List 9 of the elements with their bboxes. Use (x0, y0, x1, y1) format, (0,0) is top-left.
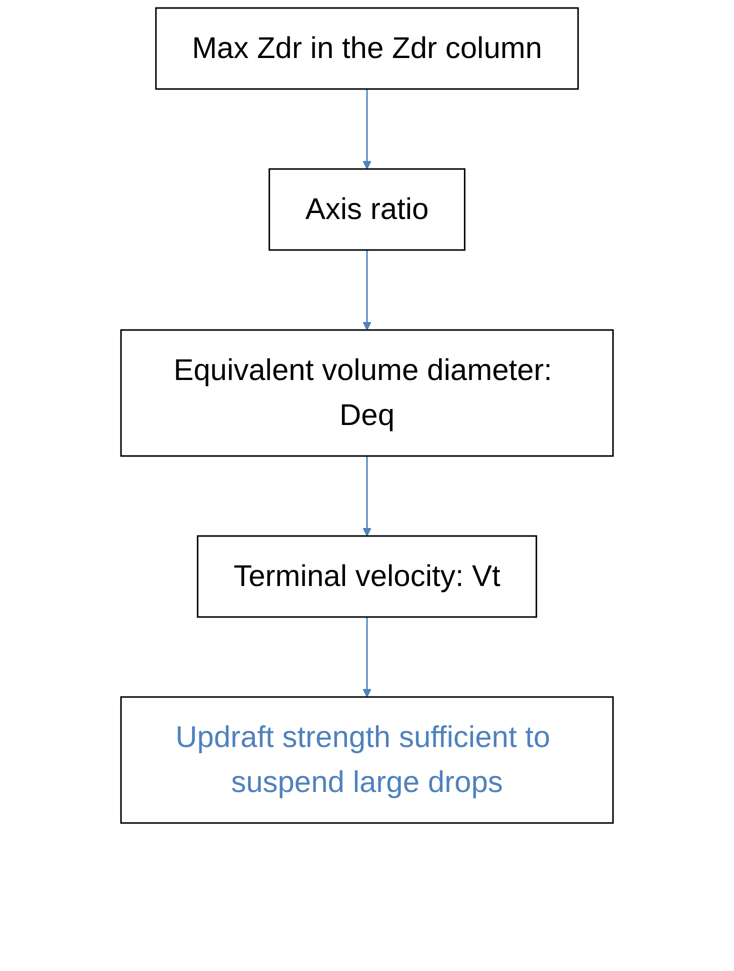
node-box: Equivalent volume diameter: Deq (120, 329, 614, 457)
arrow (362, 456, 372, 536)
arrow (362, 89, 372, 170)
node-box: Updraft strength sufficient to suspend large drops (120, 696, 614, 824)
node-box: Terminal velocity: Vt (196, 535, 538, 618)
node-box: Axis ratio (268, 168, 466, 251)
node-box: Max Zdr in the Zdr column (155, 7, 579, 90)
arrow (362, 617, 372, 698)
arrow (362, 250, 372, 330)
